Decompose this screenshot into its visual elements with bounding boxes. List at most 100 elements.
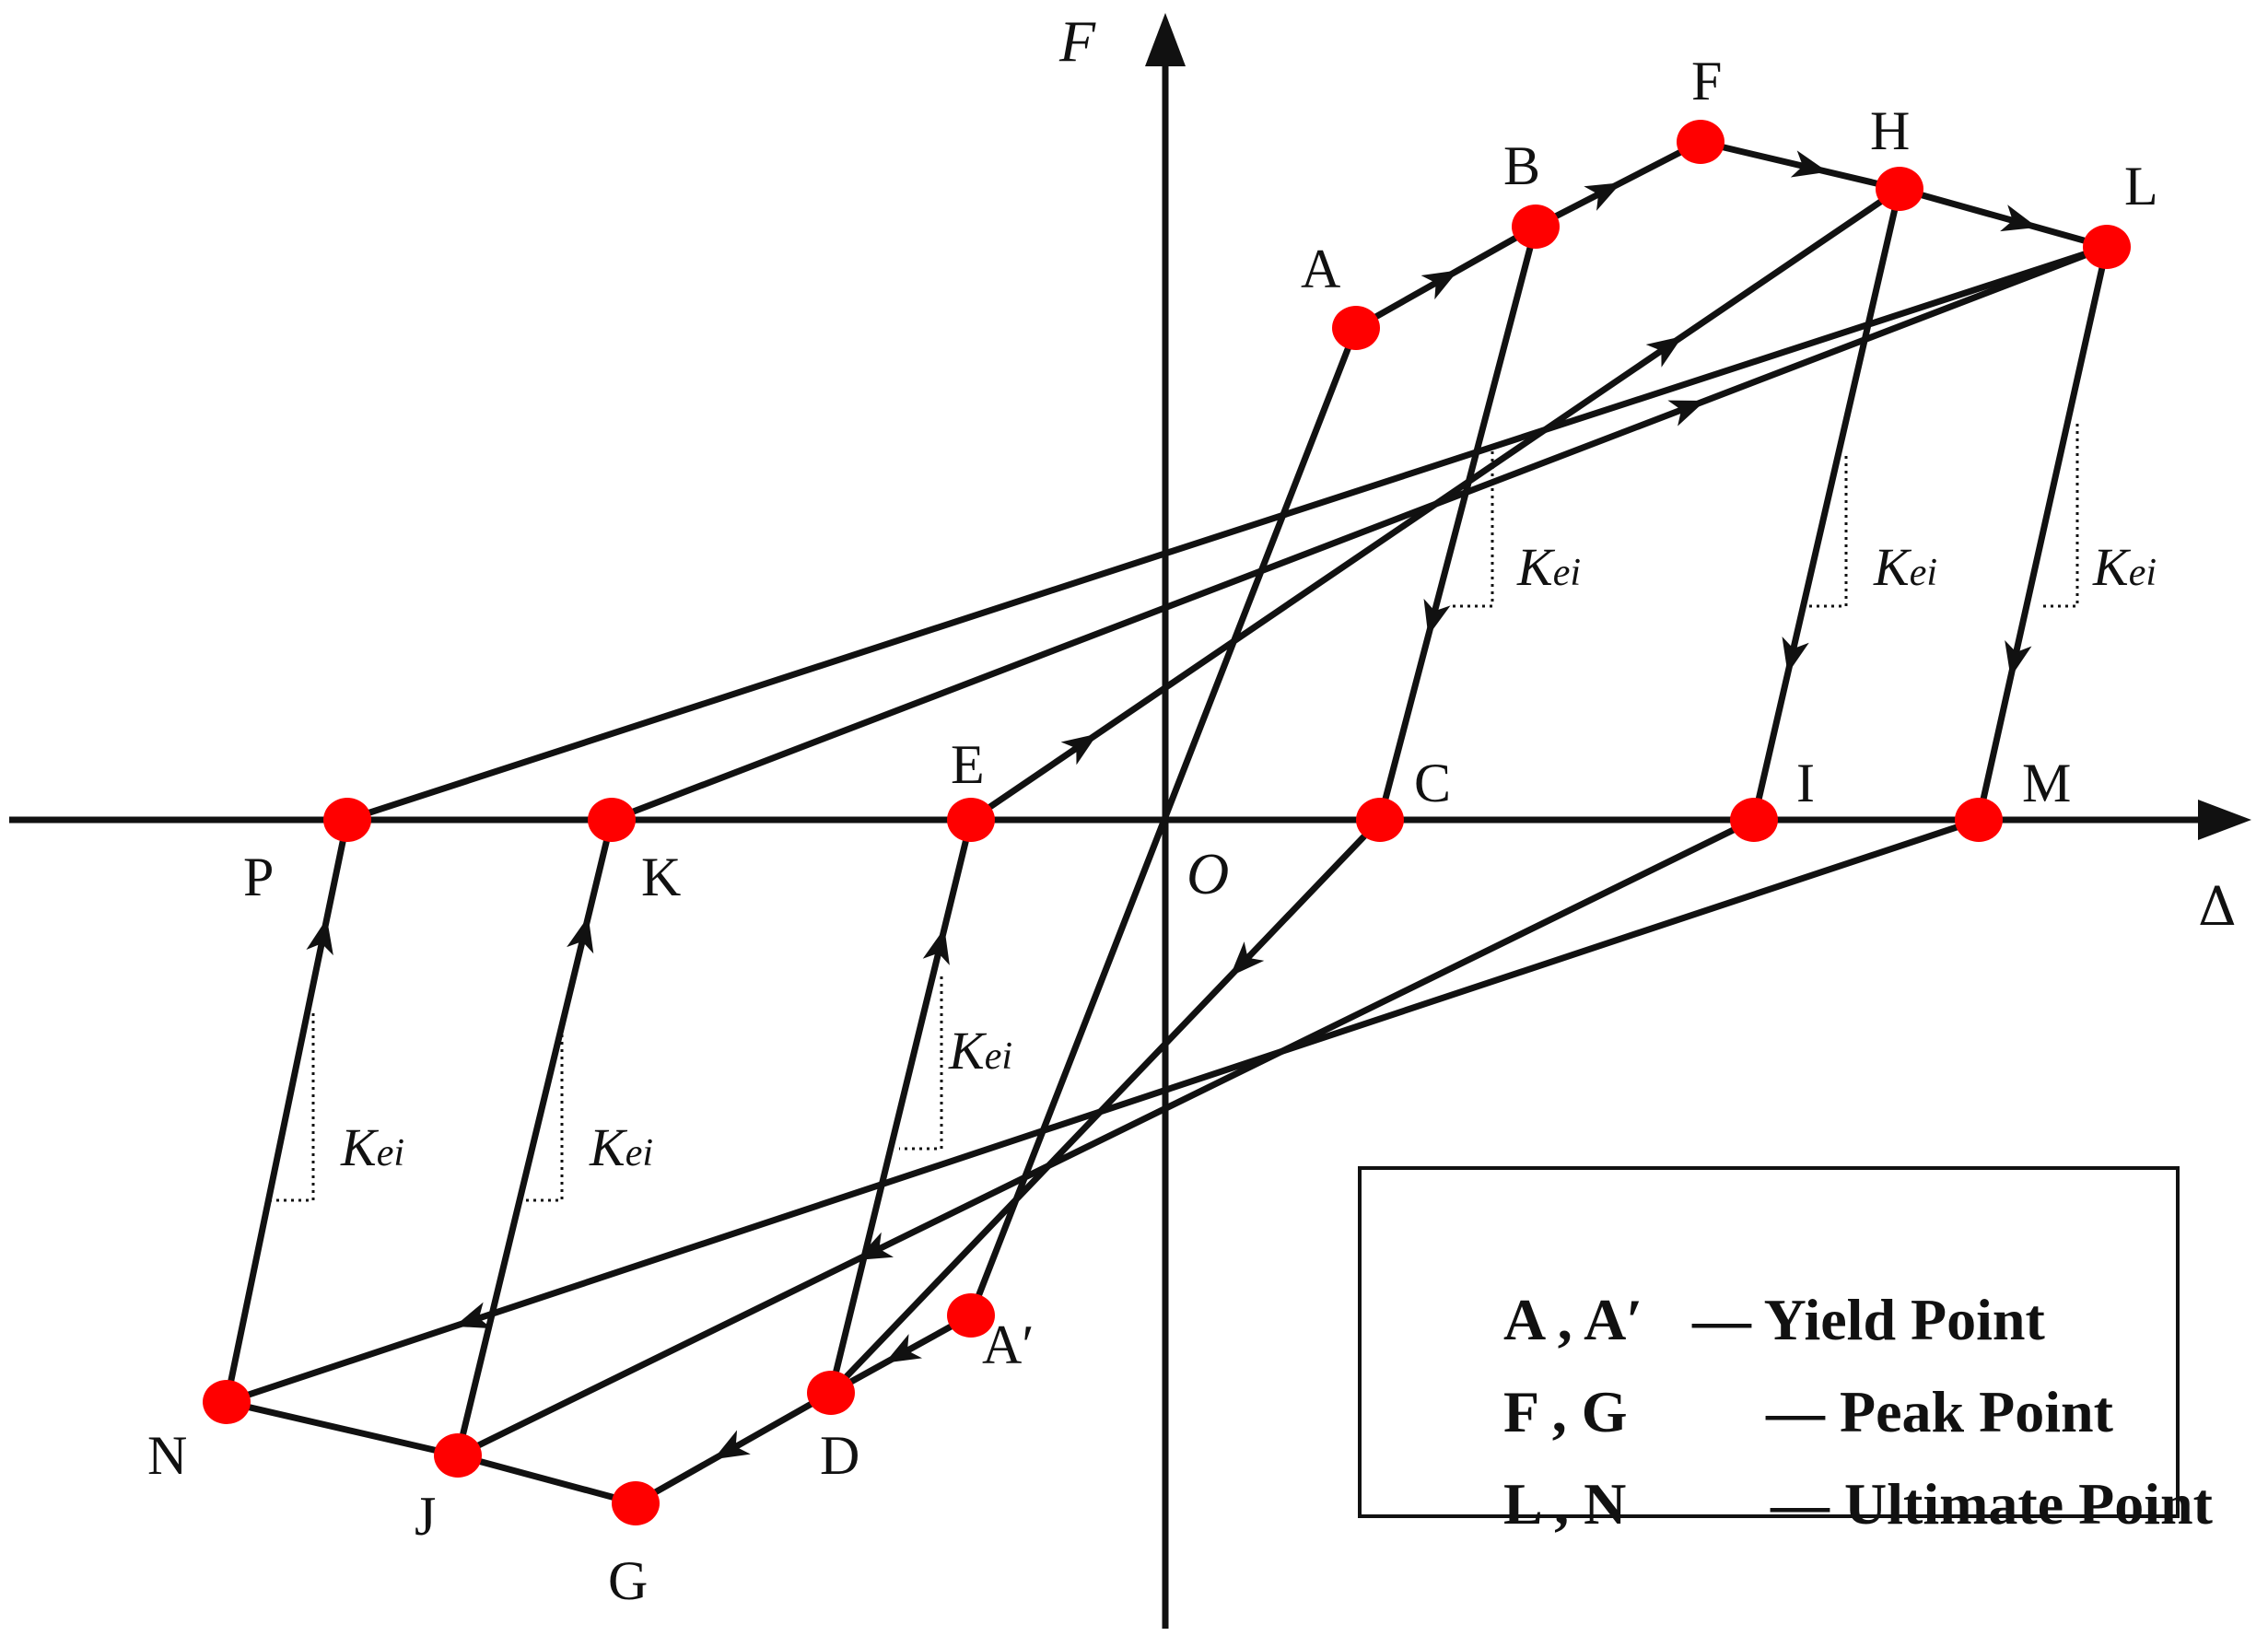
segment-f-h <box>1697 138 1903 193</box>
point-d <box>807 1371 855 1415</box>
point-labels: A B F H L A′ D G J N C I M E K P <box>147 51 2158 1611</box>
point-i <box>1730 798 1778 842</box>
arrowhead-f-h <box>1790 150 1829 178</box>
point-c <box>1356 798 1404 842</box>
legend-dash: — <box>1692 1287 1751 1352</box>
legend-keys: A , A′ <box>1503 1287 1643 1352</box>
characteristic-points <box>203 120 2131 1525</box>
point-label-d: D <box>820 1425 859 1486</box>
arrowhead-l-m <box>2005 640 2032 678</box>
legend-text: Yield Point <box>1751 1287 2045 1352</box>
direction-arrows <box>306 150 2038 1460</box>
arrowhead-j-k <box>567 916 594 954</box>
segment-n-p <box>223 816 351 1406</box>
point-l <box>2083 225 2131 269</box>
segment-j-k <box>454 816 615 1459</box>
arrowhead-h-l <box>2000 204 2038 232</box>
point-label-p: P <box>243 847 274 907</box>
point-h <box>1876 167 1923 211</box>
arrowhead-h-i <box>1782 636 1809 674</box>
point-label-i: I <box>1796 753 1815 813</box>
point-p <box>323 798 371 842</box>
origin-label: O <box>1187 841 1229 906</box>
point-label-l: L <box>2124 156 2158 216</box>
arrowhead-e-h <box>1645 336 1683 368</box>
point-label-j: J <box>415 1486 436 1547</box>
arrowhead-m-n <box>454 1302 493 1329</box>
legend-box: A , A′ — Yield Point F , G — Peak Point L … <box>1358 1166 2213 1537</box>
segment-h-l <box>1896 185 2110 251</box>
stiffness-label: Kei <box>589 1117 653 1177</box>
segment-i-j <box>454 816 1758 1459</box>
x-axis-label: Δ <box>2198 875 2237 938</box>
point-j <box>434 1433 482 1478</box>
stiffness-labels: Kei Kei Kei Kei Kei Kei <box>340 537 2157 1177</box>
segment-m-n <box>223 816 1982 1406</box>
segment-c-d <box>827 816 1384 1396</box>
legend-dash: — <box>1766 1379 1825 1444</box>
point-label-k: K <box>641 847 681 907</box>
segment-l-m <box>1975 243 2110 824</box>
segment-h-i <box>1750 185 1903 824</box>
y-axis-label: F <box>1058 8 1096 74</box>
point-b <box>1512 204 1560 249</box>
stiffness-triangle-bc <box>1448 451 1494 608</box>
legend-row-ultimate: L , N — Ultimate Point <box>1444 1402 2213 1607</box>
point-label-m: M <box>2022 753 2071 813</box>
y-axis-arrowhead <box>1145 13 1186 66</box>
stiffness-label: Kei <box>1873 537 1937 597</box>
point-a-prime <box>947 1293 995 1338</box>
x-axis-arrowhead <box>2198 800 2251 840</box>
segment-b-c <box>1376 223 1539 824</box>
arrowhead-c-d <box>1230 941 1265 976</box>
point-n <box>203 1380 251 1424</box>
point-label-a: A <box>1301 239 1340 299</box>
arrowhead-d-e <box>922 928 950 965</box>
legend-row-yield: A , A′ — Yield Point <box>1444 1218 2045 1422</box>
legend-text: Ultimate Point <box>1830 1471 2213 1537</box>
point-m <box>1955 798 2003 842</box>
stiffness-triangle-hi <box>1806 456 1848 608</box>
stiffness-triangle-np <box>270 1013 315 1202</box>
point-label-h: H <box>1870 100 1910 161</box>
point-f <box>1677 120 1724 164</box>
stiffness-triangles <box>270 424 2079 1202</box>
segment-d-e <box>827 816 975 1396</box>
legend-keys: L , N <box>1503 1471 1627 1537</box>
segment-p-l <box>344 243 2110 824</box>
arrowhead-ap-d <box>884 1334 923 1363</box>
point-e <box>947 798 995 842</box>
point-label-n: N <box>147 1425 187 1486</box>
point-label-a-prime: A′ <box>982 1315 1034 1375</box>
arrowhead-n-p <box>306 917 333 956</box>
arrowhead-k-l <box>1667 400 1706 427</box>
point-label-b: B <box>1503 135 1540 196</box>
arrowhead-b-c <box>1423 598 1451 637</box>
legend-keys: F , G <box>1503 1379 1628 1444</box>
stiffness-label: Kei <box>2092 537 2157 597</box>
stiffness-triangle-lm <box>2039 424 2079 608</box>
point-label-g: G <box>608 1550 648 1611</box>
legend-text: Peak Point <box>1825 1379 2113 1444</box>
stiffness-triangle-de <box>899 976 943 1151</box>
stiffness-label: Kei <box>1516 537 1581 597</box>
segment-j-n <box>223 1398 462 1459</box>
stiffness-label: Kei <box>948 1021 1012 1081</box>
arrowhead-e-h <box>1060 733 1098 765</box>
point-label-f: F <box>1691 51 1722 111</box>
point-g <box>612 1481 660 1525</box>
segment-a-ap <box>967 324 1360 1319</box>
legend-row-peak: F , G — Peak Point <box>1444 1310 2113 1514</box>
point-label-e: E <box>951 734 985 795</box>
arrowhead-d-g <box>713 1430 751 1460</box>
point-a <box>1332 306 1380 350</box>
legend-dash: — <box>1771 1471 1830 1537</box>
arrowhead-a-b <box>1420 270 1459 300</box>
arrowhead-i-j <box>856 1232 894 1261</box>
segment-k-l <box>608 243 2110 824</box>
segment-g-j <box>454 1452 639 1507</box>
point-label-c: C <box>1414 753 1451 813</box>
stiffness-label: Kei <box>340 1117 404 1177</box>
arrowhead-b-f <box>1584 182 1621 211</box>
